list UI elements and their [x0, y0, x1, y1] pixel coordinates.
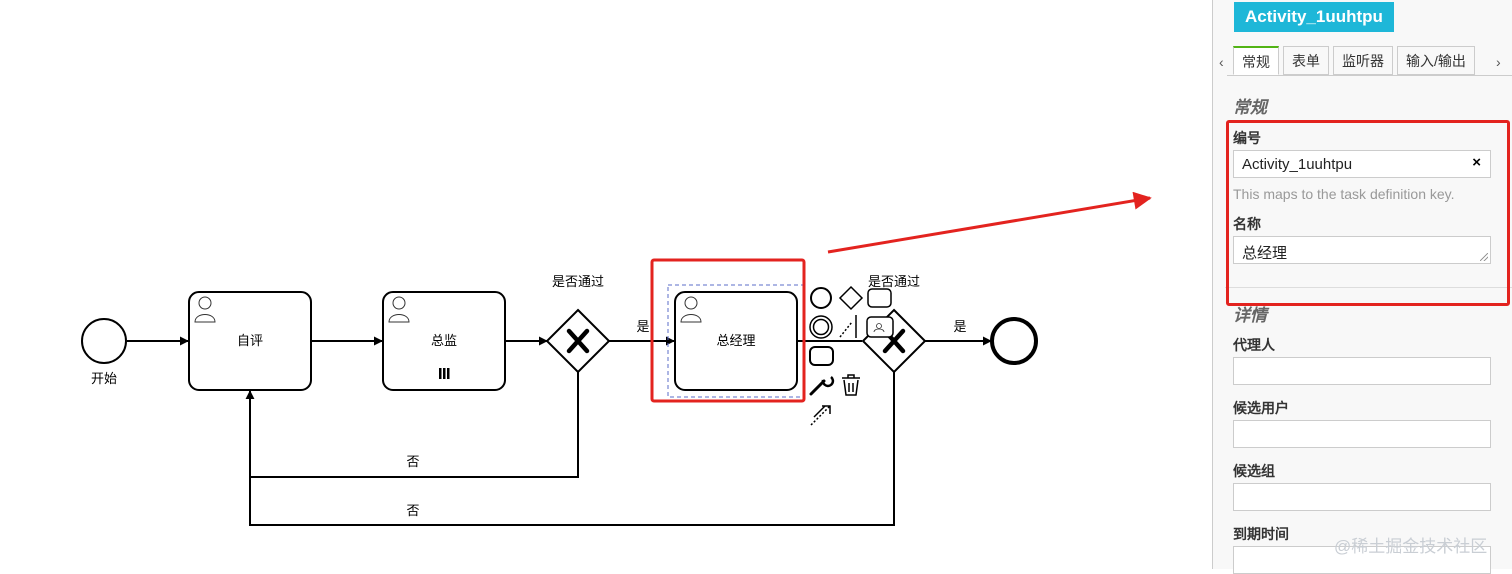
append-text-annotation-icon[interactable] [866, 316, 894, 338]
append-subprocess-icon[interactable] [809, 346, 834, 366]
trash-icon[interactable] [842, 374, 860, 396]
id-input[interactable]: Activity_1uuhtpu × [1233, 150, 1491, 178]
selected-task-highlight [650, 258, 806, 403]
gateway-2-label: 是否通过 [868, 275, 920, 290]
id-input-value: Activity_1uuhtpu [1242, 156, 1353, 173]
properties-panel: Activity_1uuhtpu ‹ 常规 表单 监听器 输入/输出 › 常规 … [1212, 0, 1512, 574]
start-event[interactable] [81, 318, 127, 364]
tab-listeners[interactable]: 监听器 [1333, 46, 1393, 75]
user-task-icon [194, 296, 216, 323]
connect-arrow-icon[interactable] [810, 405, 831, 426]
exclusive-gateway-1[interactable] [545, 308, 611, 374]
candidate-users-label: 候选用户 [1233, 400, 1289, 416]
tab-input-output[interactable]: 输入/输出 [1397, 46, 1475, 75]
candidate-groups-input[interactable] [1233, 483, 1491, 511]
end-event[interactable] [990, 317, 1038, 365]
name-textarea-value: 总经理 [1242, 245, 1288, 262]
tab-form[interactable]: 表单 [1283, 46, 1329, 75]
name-label: 名称 [1233, 216, 1261, 232]
panel-fields-highlight [1226, 120, 1510, 306]
connect-dotted-icon[interactable] [839, 321, 853, 338]
assignee-label: 代理人 [1233, 337, 1275, 353]
resize-grip-icon[interactable] [1480, 253, 1488, 261]
flow-gateway1-reject[interactable] [245, 372, 579, 478]
id-label: 编号 [1233, 130, 1261, 146]
tabs-scroll-left-icon[interactable]: ‹ [1219, 54, 1224, 70]
group-details-title: 详情 [1233, 306, 1267, 325]
user-task-icon [680, 296, 702, 323]
name-textarea[interactable]: 总经理 [1233, 236, 1491, 264]
wrench-icon[interactable] [809, 376, 835, 396]
append-gateway-icon[interactable] [838, 285, 864, 311]
flow-label-yes: 是 [953, 320, 966, 335]
group-divider [1225, 287, 1512, 288]
assignee-input[interactable] [1233, 357, 1491, 385]
task-label: 自评 [237, 334, 263, 349]
user-task-icon [388, 296, 410, 323]
append-task-icon[interactable] [867, 288, 892, 308]
multi-instance-marker-icon [439, 368, 450, 379]
candidate-groups-label: 候选组 [1233, 463, 1275, 479]
tabs-divider [1227, 75, 1512, 76]
flow-label-no: 否 [406, 504, 419, 519]
sequence-flows[interactable] [127, 336, 992, 526]
gateway-1-label: 是否通过 [552, 275, 604, 290]
clear-icon[interactable]: × [1472, 154, 1481, 171]
flow-label-yes: 是 [636, 320, 649, 335]
append-end-event-icon[interactable] [810, 287, 832, 309]
group-general-title: 常规 [1233, 98, 1267, 117]
task-label: 总经理 [716, 334, 755, 349]
panel-tabs: 常规 表单 监听器 输入/输出 [1233, 46, 1475, 76]
tabs-scroll-right-icon[interactable]: › [1496, 54, 1501, 70]
candidate-users-input[interactable] [1233, 420, 1491, 448]
append-intermediate-event-icon[interactable] [809, 315, 833, 339]
task-general-manager[interactable]: 总经理 [674, 291, 798, 391]
task-self-review[interactable]: 自评 [188, 291, 312, 391]
gateway-x-icon [566, 328, 590, 354]
task-director[interactable]: 总监 [382, 291, 506, 391]
task-label: 总监 [431, 334, 457, 349]
panel-element-id-title: Activity_1uuhtpu [1234, 2, 1394, 32]
context-pad [809, 285, 894, 426]
start-event-label: 开始 [91, 372, 117, 387]
tab-general[interactable]: 常规 [1233, 46, 1279, 75]
watermark: @稀土掘金技术社区 [1334, 537, 1488, 556]
id-hint: This maps to the task definition key. [1233, 186, 1455, 202]
annotation-arrow [827, 191, 1152, 254]
flow-label-no: 否 [406, 455, 419, 470]
due-date-label: 到期时间 [1233, 526, 1289, 542]
flow-gateway2-reject[interactable] [249, 372, 895, 526]
